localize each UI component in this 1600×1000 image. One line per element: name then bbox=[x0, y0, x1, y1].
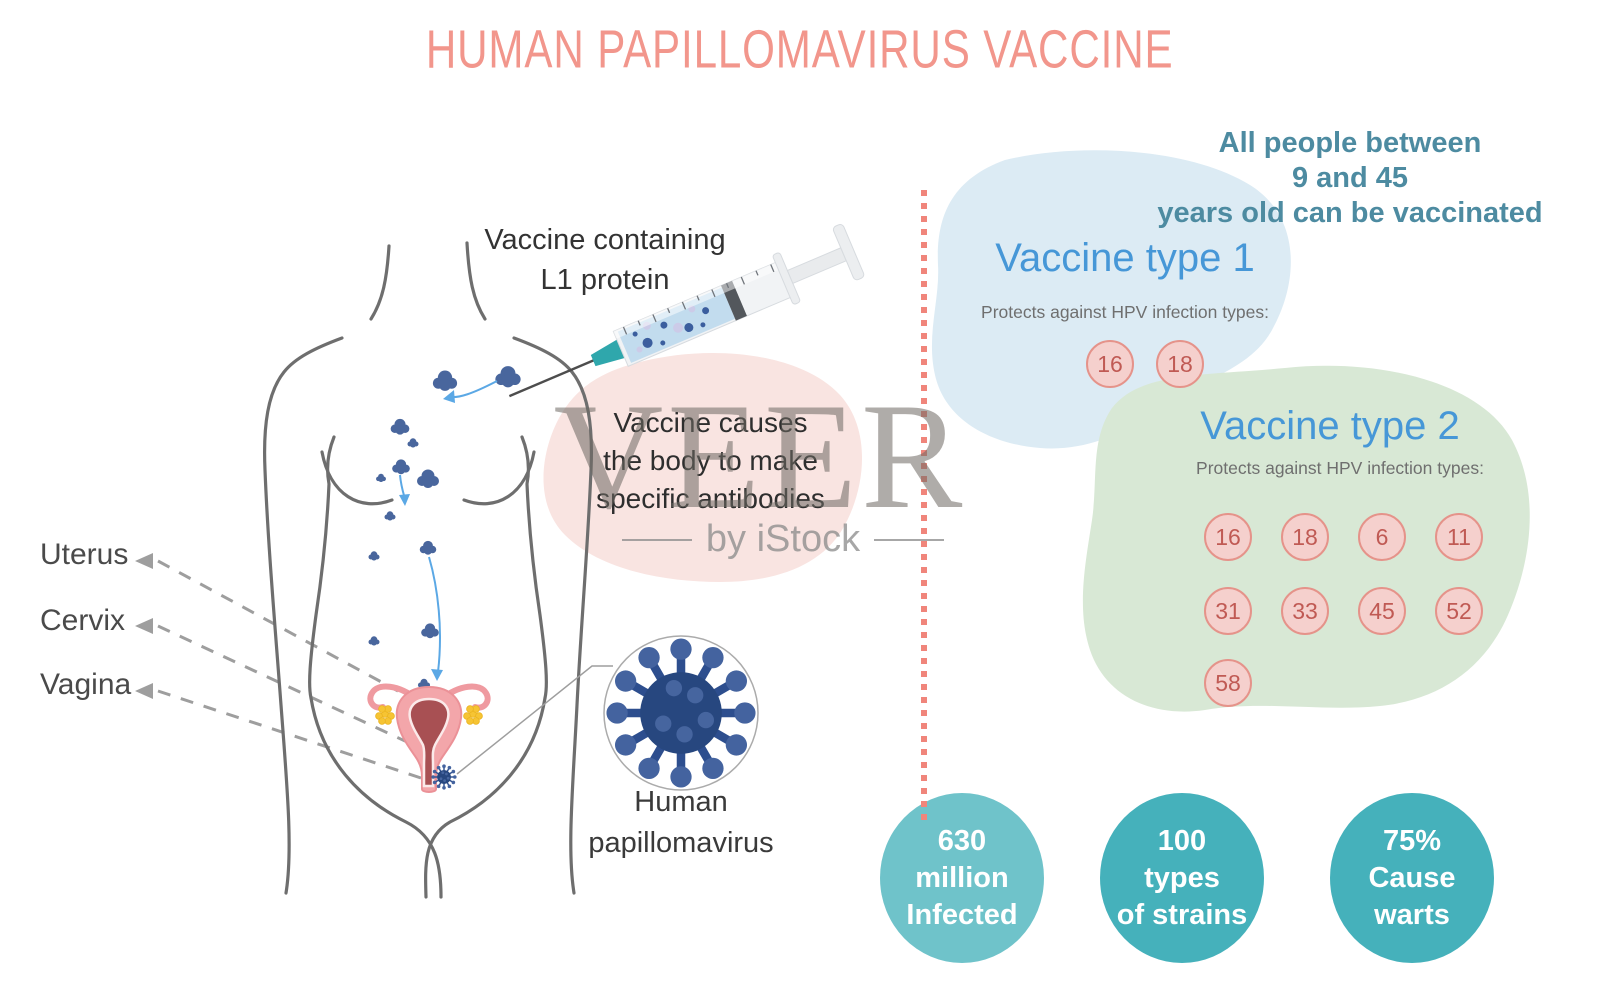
label-uterus: Uterus bbox=[40, 538, 129, 571]
label-vagina: Vagina bbox=[40, 668, 132, 701]
vaccine-type-2-hpv-types-row1: 16 18 6 11 bbox=[1204, 513, 1483, 561]
stat-line: of strains bbox=[1116, 898, 1248, 931]
page-title: HUMAN PAPILLOMAVIRUS VACCINE bbox=[426, 20, 1174, 80]
watermark-brand: VEER bbox=[553, 372, 967, 540]
stat-circle-strains: 100 types of strains bbox=[1100, 793, 1264, 963]
stat-circle-warts: 75% Cause warts bbox=[1330, 793, 1494, 963]
hpv-type-badge: 33 bbox=[1281, 587, 1329, 635]
hpv-type-badge: 16 bbox=[1086, 340, 1134, 388]
vaccine-type-2-subtitle: Protects against HPV infection types: bbox=[1196, 458, 1484, 478]
virus-caption-line2: papillomavirus bbox=[588, 827, 774, 859]
antibody-caption-line2: the body to make bbox=[603, 445, 818, 476]
hpv-type-badge: 52 bbox=[1435, 587, 1483, 635]
magnifier-connector-line bbox=[456, 665, 613, 775]
female-body-outline bbox=[263, 241, 593, 899]
hpv-type-badge: 18 bbox=[1281, 513, 1329, 561]
uterus-illustration bbox=[367, 683, 491, 793]
antibody-caption: Vaccine causes the body to make specific… bbox=[553, 404, 868, 518]
syringe-caption-line1: Vaccine containing bbox=[484, 224, 726, 256]
vaccine-type-2-hpv-types-row2: 31 33 45 52 bbox=[1204, 587, 1483, 635]
organ-pointer-arrowheads bbox=[135, 553, 153, 699]
eligibility-note: All people between 9 and 45 years old ca… bbox=[1145, 126, 1555, 231]
stat-line: 630 bbox=[937, 824, 987, 857]
vaccine-type-1-title: Vaccine type 1 bbox=[995, 236, 1255, 280]
watermark-dash-left bbox=[621, 538, 692, 541]
antibody-clouds bbox=[368, 366, 521, 689]
stat-line: types bbox=[1144, 861, 1220, 894]
antibody-flow-arrows bbox=[399, 380, 498, 681]
syringe-caption: Vaccine containing L1 protein bbox=[430, 220, 780, 300]
vaccine-type-2-title: Vaccine type 2 bbox=[1200, 404, 1460, 448]
pink-blob bbox=[543, 352, 863, 582]
eligibility-line2: 9 and 45 bbox=[1291, 162, 1409, 194]
eligibility-line1: All people between bbox=[1218, 127, 1482, 159]
antibody-caption-line1: Vaccine causes bbox=[613, 407, 808, 438]
hpv-type-badge: 58 bbox=[1204, 659, 1252, 707]
stat-line: 100 bbox=[1157, 824, 1207, 857]
hpv-type-badge: 11 bbox=[1435, 513, 1483, 561]
watermark-byline: by iStock bbox=[612, 518, 954, 561]
watermark-dash-right bbox=[874, 538, 945, 541]
label-cervix: Cervix bbox=[40, 604, 126, 637]
stat-line: million bbox=[915, 861, 1009, 894]
virus-caption: Human papillomavirus bbox=[545, 782, 817, 864]
vaccine-type-2-hpv-types-row3: 58 bbox=[1204, 659, 1252, 707]
vaccine-type-1-hpv-types: 16 18 bbox=[1086, 340, 1204, 388]
hpv-type-badge: 45 bbox=[1358, 587, 1406, 635]
organ-pointer-lines bbox=[157, 559, 425, 781]
hpv-type-badge: 6 bbox=[1358, 513, 1406, 561]
syringe-icon bbox=[508, 224, 865, 398]
dotted-divider-line bbox=[921, 190, 927, 822]
vaccine-type-1-subtitle: Protects against HPV infection types: bbox=[981, 302, 1269, 322]
watermark-byline-text: by iStock bbox=[705, 518, 861, 560]
stat-line: 75% bbox=[1382, 824, 1442, 857]
eligibility-line3: years old can be vaccinated bbox=[1157, 197, 1543, 229]
ovary-left bbox=[375, 705, 395, 725]
stat-line: warts bbox=[1374, 898, 1450, 931]
syringe-caption-line2: L1 protein bbox=[540, 264, 670, 296]
hpv-type-badge: 16 bbox=[1204, 513, 1252, 561]
stat-line: Cause bbox=[1368, 861, 1456, 894]
antibody-caption-line3: specific antibodies bbox=[596, 483, 825, 514]
hpv-type-badge: 31 bbox=[1204, 587, 1252, 635]
stat-line: Infected bbox=[906, 898, 1018, 931]
stat-circle-infected: 630 million Infected bbox=[880, 793, 1044, 963]
virus-caption-line1: Human bbox=[634, 786, 728, 818]
ovary-right bbox=[463, 705, 483, 725]
hpv-type-badge: 18 bbox=[1156, 340, 1204, 388]
